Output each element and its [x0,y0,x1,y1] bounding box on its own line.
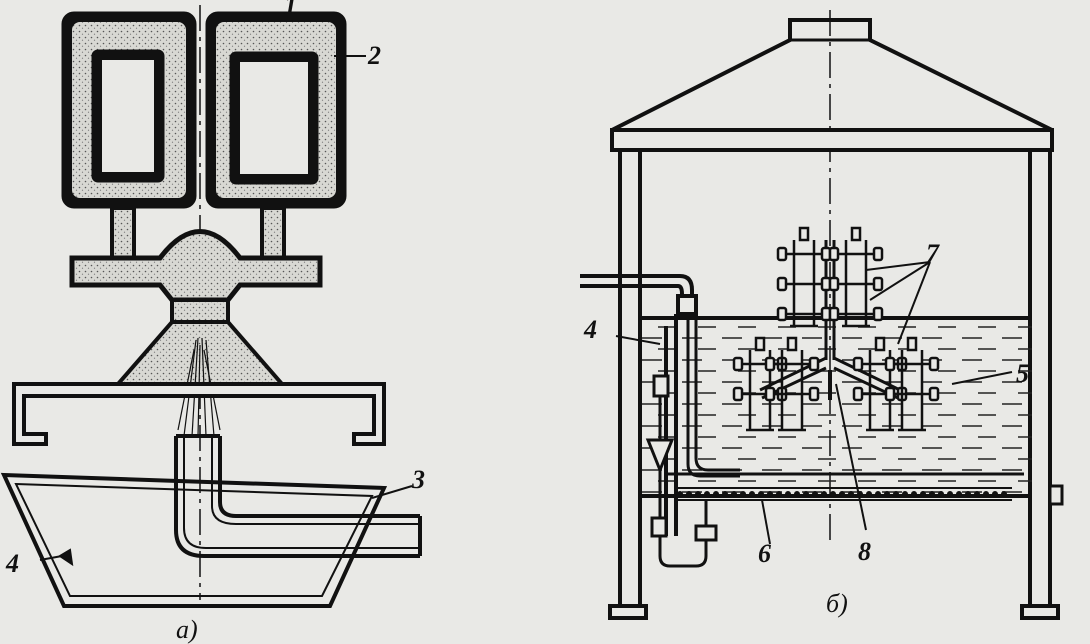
label-b-6: 6 [758,539,771,568]
part-rack [776,226,832,328]
label-b-7: 7 [926,239,940,268]
valve-marker [58,548,74,567]
tank-liquid [640,318,1032,496]
label-a-3: 3 [411,465,425,494]
bent-pipe [174,434,422,558]
label-a-4: 4 [5,549,19,578]
level-gauge [645,374,718,568]
coil-dots [677,491,1007,497]
mould-block-left [61,11,197,209]
exhaust-hood [611,18,1053,132]
label-a-1: 1 [284,0,297,20]
label-b-5: 5 [1016,359,1029,388]
trough [0,472,388,608]
mould-block-right [205,11,347,209]
inlet-pipe [580,274,740,536]
label-a-2: 2 [367,41,381,70]
part-racks [732,226,940,432]
label-b-4: 4 [583,315,597,344]
part-rack [884,336,940,432]
part-rack [828,226,884,328]
heating-coil [674,487,1012,501]
caption-a: а) [176,615,198,644]
part-rack [764,336,820,432]
figure-a [0,5,422,608]
caption-b: б) [826,589,848,618]
figure-b [580,10,1064,620]
label-b-8: 8 [858,537,871,566]
